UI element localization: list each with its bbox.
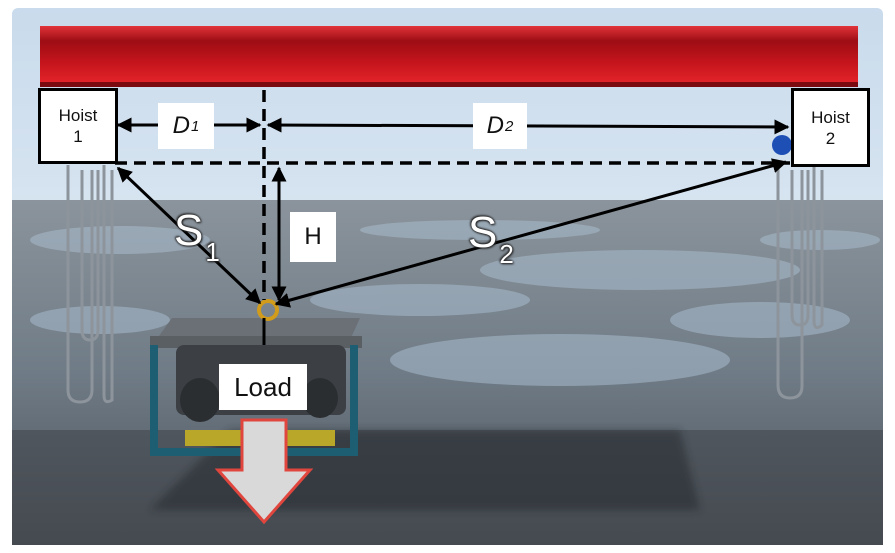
d2-subscript: 2 [505,117,514,135]
i-beam [40,26,858,86]
left-chains [66,165,114,404]
d2-arrow [266,117,790,135]
s2-arrow [274,158,788,308]
hoist-1-label: Hoist [58,106,98,125]
load-text: Load [234,371,292,402]
s2-subscript: 2 [499,239,514,269]
hook-ball [772,135,792,155]
s1-letter: S [174,206,204,255]
h-label: H [290,212,336,262]
right-chains [776,165,824,400]
hoist-1-box: Hoist 1 [38,88,118,164]
s2-label: S2 [468,208,514,270]
shackle [257,299,279,321]
s1-arrow [116,166,262,305]
load-label: Load [219,364,307,410]
d1-subscript: 1 [191,117,200,135]
s2-letter: S [468,208,498,257]
hoist-2-label: Hoist [811,107,850,127]
hoist-1-number: 1 [73,127,83,146]
hoist-2-box: Hoist 2 [791,88,870,167]
h-text: H [304,223,322,250]
i-beam-flange [40,82,858,87]
d1-letter: D [172,112,190,139]
s1-label: S1 [174,206,220,268]
load-force-arrow [214,418,314,525]
d2-letter: D [486,112,504,139]
s1-subscript: 1 [205,237,220,267]
hoist-2-number: 2 [825,128,836,148]
